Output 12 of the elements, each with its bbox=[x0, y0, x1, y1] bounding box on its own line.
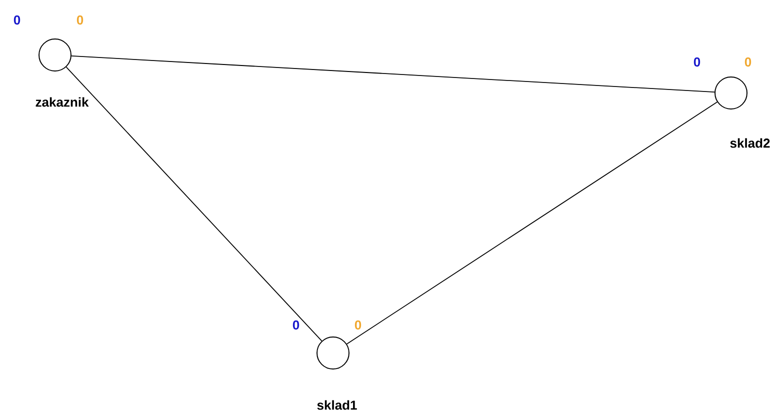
counter-label: 0 bbox=[694, 57, 700, 67]
counter-label: 0 bbox=[76, 15, 84, 25]
connector-line bbox=[346, 102, 718, 344]
connector-line bbox=[71, 55, 715, 93]
node-label: sklad1 bbox=[317, 400, 357, 410]
counter-label: 0 bbox=[354, 320, 362, 330]
node-label: zakaznik bbox=[36, 97, 89, 107]
counter-label: 0 bbox=[14, 15, 20, 25]
connector-line bbox=[66, 66, 322, 342]
node-label: sklad2 bbox=[730, 138, 770, 148]
counter-label: 0 bbox=[744, 57, 752, 67]
counter-label: 0 bbox=[292, 320, 300, 330]
